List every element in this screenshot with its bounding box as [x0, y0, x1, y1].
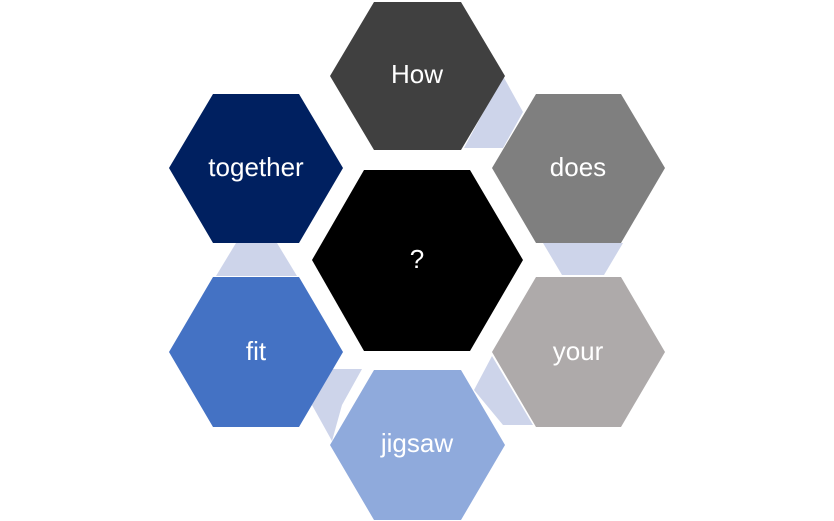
hexagon-together [169, 94, 343, 243]
hexagon-how [330, 2, 505, 150]
label-center: ? [410, 244, 424, 274]
label-jigsaw: jigsaw [380, 428, 453, 458]
connectors [216, 76, 623, 441]
label-fit: fit [246, 336, 267, 366]
hexagon-fit [169, 277, 343, 427]
label-does: does [550, 152, 606, 182]
hexagon-does [492, 94, 665, 243]
connector-jigsaw-fit [312, 369, 362, 441]
label-together: together [208, 152, 304, 182]
hexagon-jigsaw [330, 370, 505, 520]
hexagon-your [492, 277, 665, 427]
connector-fit-together [216, 243, 297, 276]
connector-your-jigsaw [474, 356, 533, 425]
label-your: your [553, 336, 604, 366]
connector-does-your [543, 243, 623, 275]
hexagon-center [312, 170, 523, 351]
labels: How does your jigsaw fit together ? [208, 59, 606, 458]
hexagons [169, 2, 665, 520]
label-how: How [391, 59, 443, 89]
connector-how-does [464, 76, 523, 148]
